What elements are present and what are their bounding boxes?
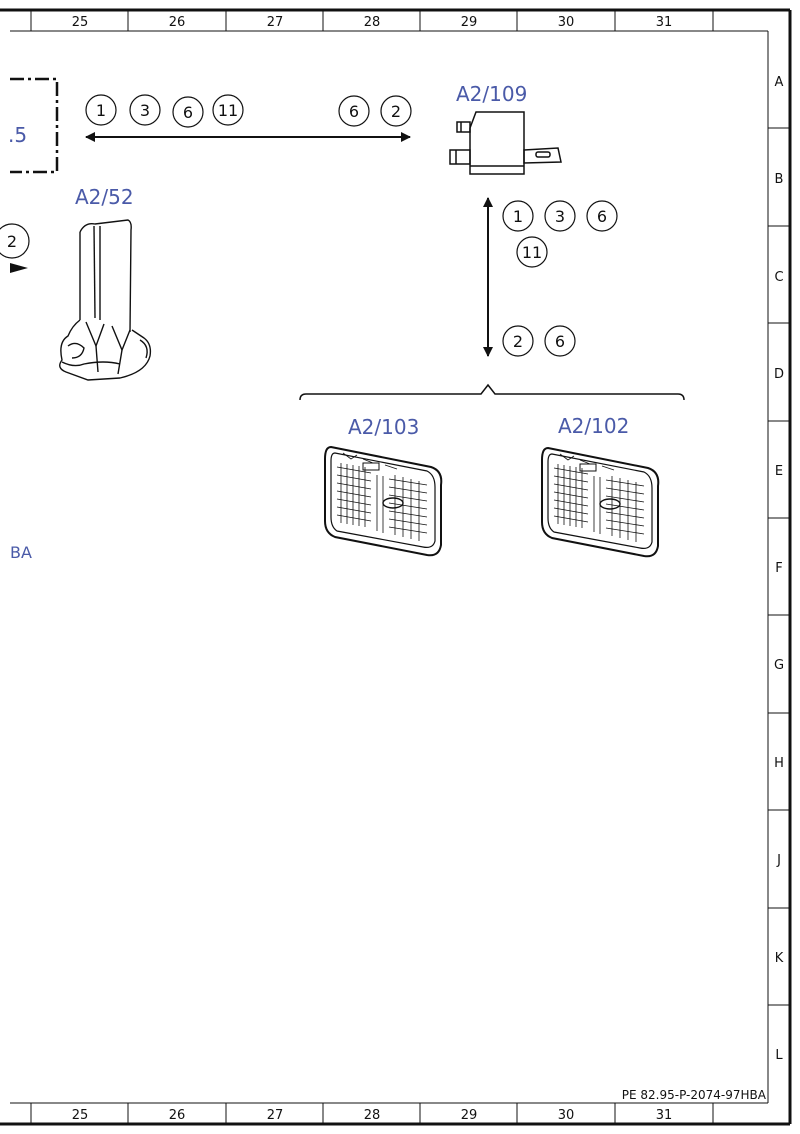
row-label: D bbox=[774, 367, 784, 382]
col-label: 25 bbox=[72, 1108, 89, 1123]
document-id: PE 82.95-P-2074-97HBA bbox=[622, 1088, 767, 1102]
row-label: B bbox=[775, 172, 784, 187]
row-label: J bbox=[776, 853, 781, 868]
wire-number: 2 bbox=[513, 332, 523, 351]
headlamp-icon bbox=[541, 446, 660, 558]
col-label: 31 bbox=[656, 1108, 673, 1123]
row-label: E bbox=[775, 464, 783, 479]
row-label: C bbox=[774, 270, 783, 285]
component-label-a2-52: A2/52 bbox=[75, 185, 134, 209]
wire-number: 11 bbox=[218, 101, 238, 120]
column-ruler-top bbox=[30, 10, 714, 31]
col-label: 31 bbox=[656, 15, 673, 30]
col-label: 27 bbox=[267, 1108, 284, 1123]
row-label: A bbox=[775, 75, 784, 90]
antenna-mast-icon bbox=[59, 219, 152, 381]
col-label: 30 bbox=[558, 15, 575, 30]
wire-numbers-vertical-top: 1 3 6 11 bbox=[502, 200, 618, 268]
row-label: G bbox=[774, 658, 784, 673]
row-label: H bbox=[774, 756, 784, 771]
wire-numbers-right: 6 2 bbox=[338, 95, 412, 127]
component-label-a2-102: A2/102 bbox=[558, 414, 629, 438]
wire-numbers-vertical-bottom: 2 6 bbox=[502, 325, 576, 357]
row-label: F bbox=[775, 561, 782, 576]
col-label: 26 bbox=[169, 1108, 186, 1123]
partial-component-box bbox=[10, 77, 59, 174]
row-ruler-right bbox=[768, 127, 790, 1006]
col-label: 30 bbox=[558, 1108, 575, 1123]
wire-number: 6 bbox=[555, 332, 565, 351]
col-label: 25 bbox=[72, 15, 89, 30]
sheet-marker: BA bbox=[10, 543, 32, 562]
row-labels: A B C D E F G H J K L bbox=[774, 75, 784, 1063]
col-label: 28 bbox=[364, 1108, 381, 1123]
column-ruler-bottom bbox=[30, 1103, 714, 1124]
col-label: 29 bbox=[461, 1108, 478, 1123]
sheet-frame bbox=[0, 8, 792, 1126]
wire-number: 6 bbox=[349, 102, 359, 121]
row-label: K bbox=[775, 951, 784, 966]
partial-component-label: .5 bbox=[8, 123, 27, 147]
wire-numbers-left: 1 3 6 11 bbox=[85, 94, 244, 128]
wire-number: 11 bbox=[522, 243, 542, 262]
grouping-brace bbox=[299, 383, 685, 401]
col-label: 27 bbox=[267, 15, 284, 30]
left-edge-connection: 2 bbox=[0, 223, 30, 273]
headlamp-icon bbox=[324, 445, 443, 557]
column-labels-bottom: 25 26 27 28 29 30 31 bbox=[72, 1108, 673, 1123]
wire-number: 1 bbox=[96, 101, 106, 120]
col-label: 26 bbox=[169, 15, 186, 30]
wire-number: 2 bbox=[7, 232, 17, 251]
wire-number: 2 bbox=[391, 102, 401, 121]
wire-number: 1 bbox=[513, 207, 523, 226]
column-labels-top: 25 26 27 28 29 30 31 bbox=[72, 15, 673, 30]
component-label-a2-103: A2/103 bbox=[348, 415, 419, 439]
wire-number: 6 bbox=[597, 207, 607, 226]
control-module-icon bbox=[449, 111, 562, 175]
col-label: 28 bbox=[364, 15, 381, 30]
wire-number: 6 bbox=[183, 103, 193, 122]
wire-number: 3 bbox=[140, 101, 150, 120]
component-label-a2-109: A2/109 bbox=[456, 82, 527, 106]
wire-number: 3 bbox=[555, 207, 565, 226]
row-label: L bbox=[775, 1048, 783, 1063]
col-label: 29 bbox=[461, 15, 478, 30]
